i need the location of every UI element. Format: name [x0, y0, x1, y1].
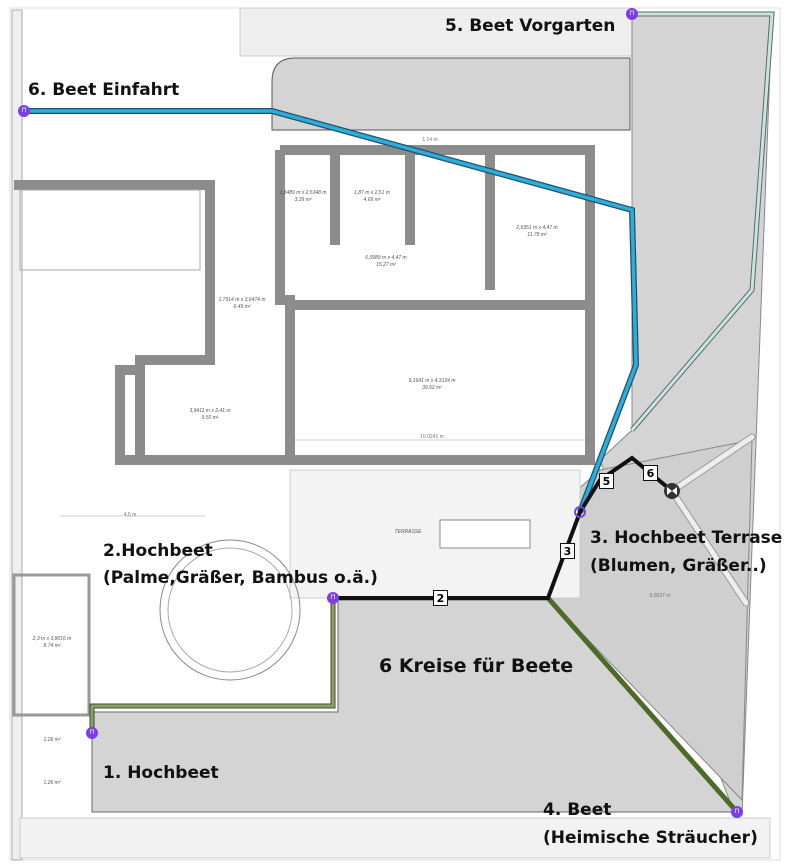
- dimension-label: 5.0037 m: [649, 593, 671, 599]
- faucet-icon: ⊓: [86, 727, 98, 739]
- house-walls: [14, 145, 595, 465]
- label-hochbeet-1: 1. Hochbeet: [103, 763, 219, 783]
- pipe-marker-3: 3: [560, 543, 575, 559]
- label-circles: 6 Kreise für Beete: [379, 655, 574, 677]
- label-beet-vorgarten: 5. Beet Vorgarten: [445, 16, 616, 36]
- round-bed: [159, 539, 301, 681]
- dimension-label: 1.14 m: [422, 137, 438, 143]
- top-hedge: [239, 7, 633, 57]
- label-beet-einfahrt: 6. Beet Einfahrt: [28, 80, 180, 100]
- label-beet-4-sub: (Heimische Sträucher): [543, 828, 758, 848]
- garage-roof: [19, 189, 201, 271]
- faucet-icon: ⊓: [626, 8, 638, 20]
- pipe-blue: [24, 109, 638, 513]
- valve-icon: [664, 483, 680, 499]
- dining-table: [439, 519, 531, 549]
- pipe-green-1: [90, 598, 335, 733]
- pipe-green-2: [546, 596, 739, 814]
- pipe-black: [333, 455, 674, 600]
- pipe-marker-5: 5: [599, 473, 614, 489]
- label-hochbeet-2-title: 2.Hochbeet: [103, 541, 213, 561]
- dimension-label: 10.0241 m: [420, 434, 444, 440]
- faucet-icon: ⊓: [327, 592, 339, 604]
- room-label: 1.26 m²: [43, 737, 61, 743]
- terrace: [289, 469, 581, 599]
- label-hochbeet-3-sub: (Blumen, Gräßer..): [590, 556, 767, 576]
- room-label: 1.26 m²: [43, 780, 61, 786]
- faucet-icon: ⊓: [731, 806, 743, 818]
- pipe-cyan: [630, 12, 774, 431]
- shed: [12, 573, 91, 717]
- pipe-marker-6: 6: [643, 465, 658, 481]
- label-hochbeet-3-title: 3. Hochbeet Terrase: [590, 528, 783, 548]
- bed-vorgarten: [271, 57, 631, 131]
- terrace-label: TERRASSE: [394, 529, 422, 535]
- bottom-hedge: [19, 817, 771, 859]
- left-hedge: [11, 9, 23, 861]
- dimension-label: 4.5 m: [123, 512, 137, 518]
- label-hochbeet-2-sub: (Palme,Gräßer, Bambus o.ä.): [103, 568, 378, 588]
- faucet-icon: [574, 506, 586, 518]
- pipe-marker-2: 2: [433, 590, 448, 606]
- label-beet-4-title: 4. Beet: [543, 800, 612, 820]
- faucet-icon: ⊓: [18, 105, 30, 117]
